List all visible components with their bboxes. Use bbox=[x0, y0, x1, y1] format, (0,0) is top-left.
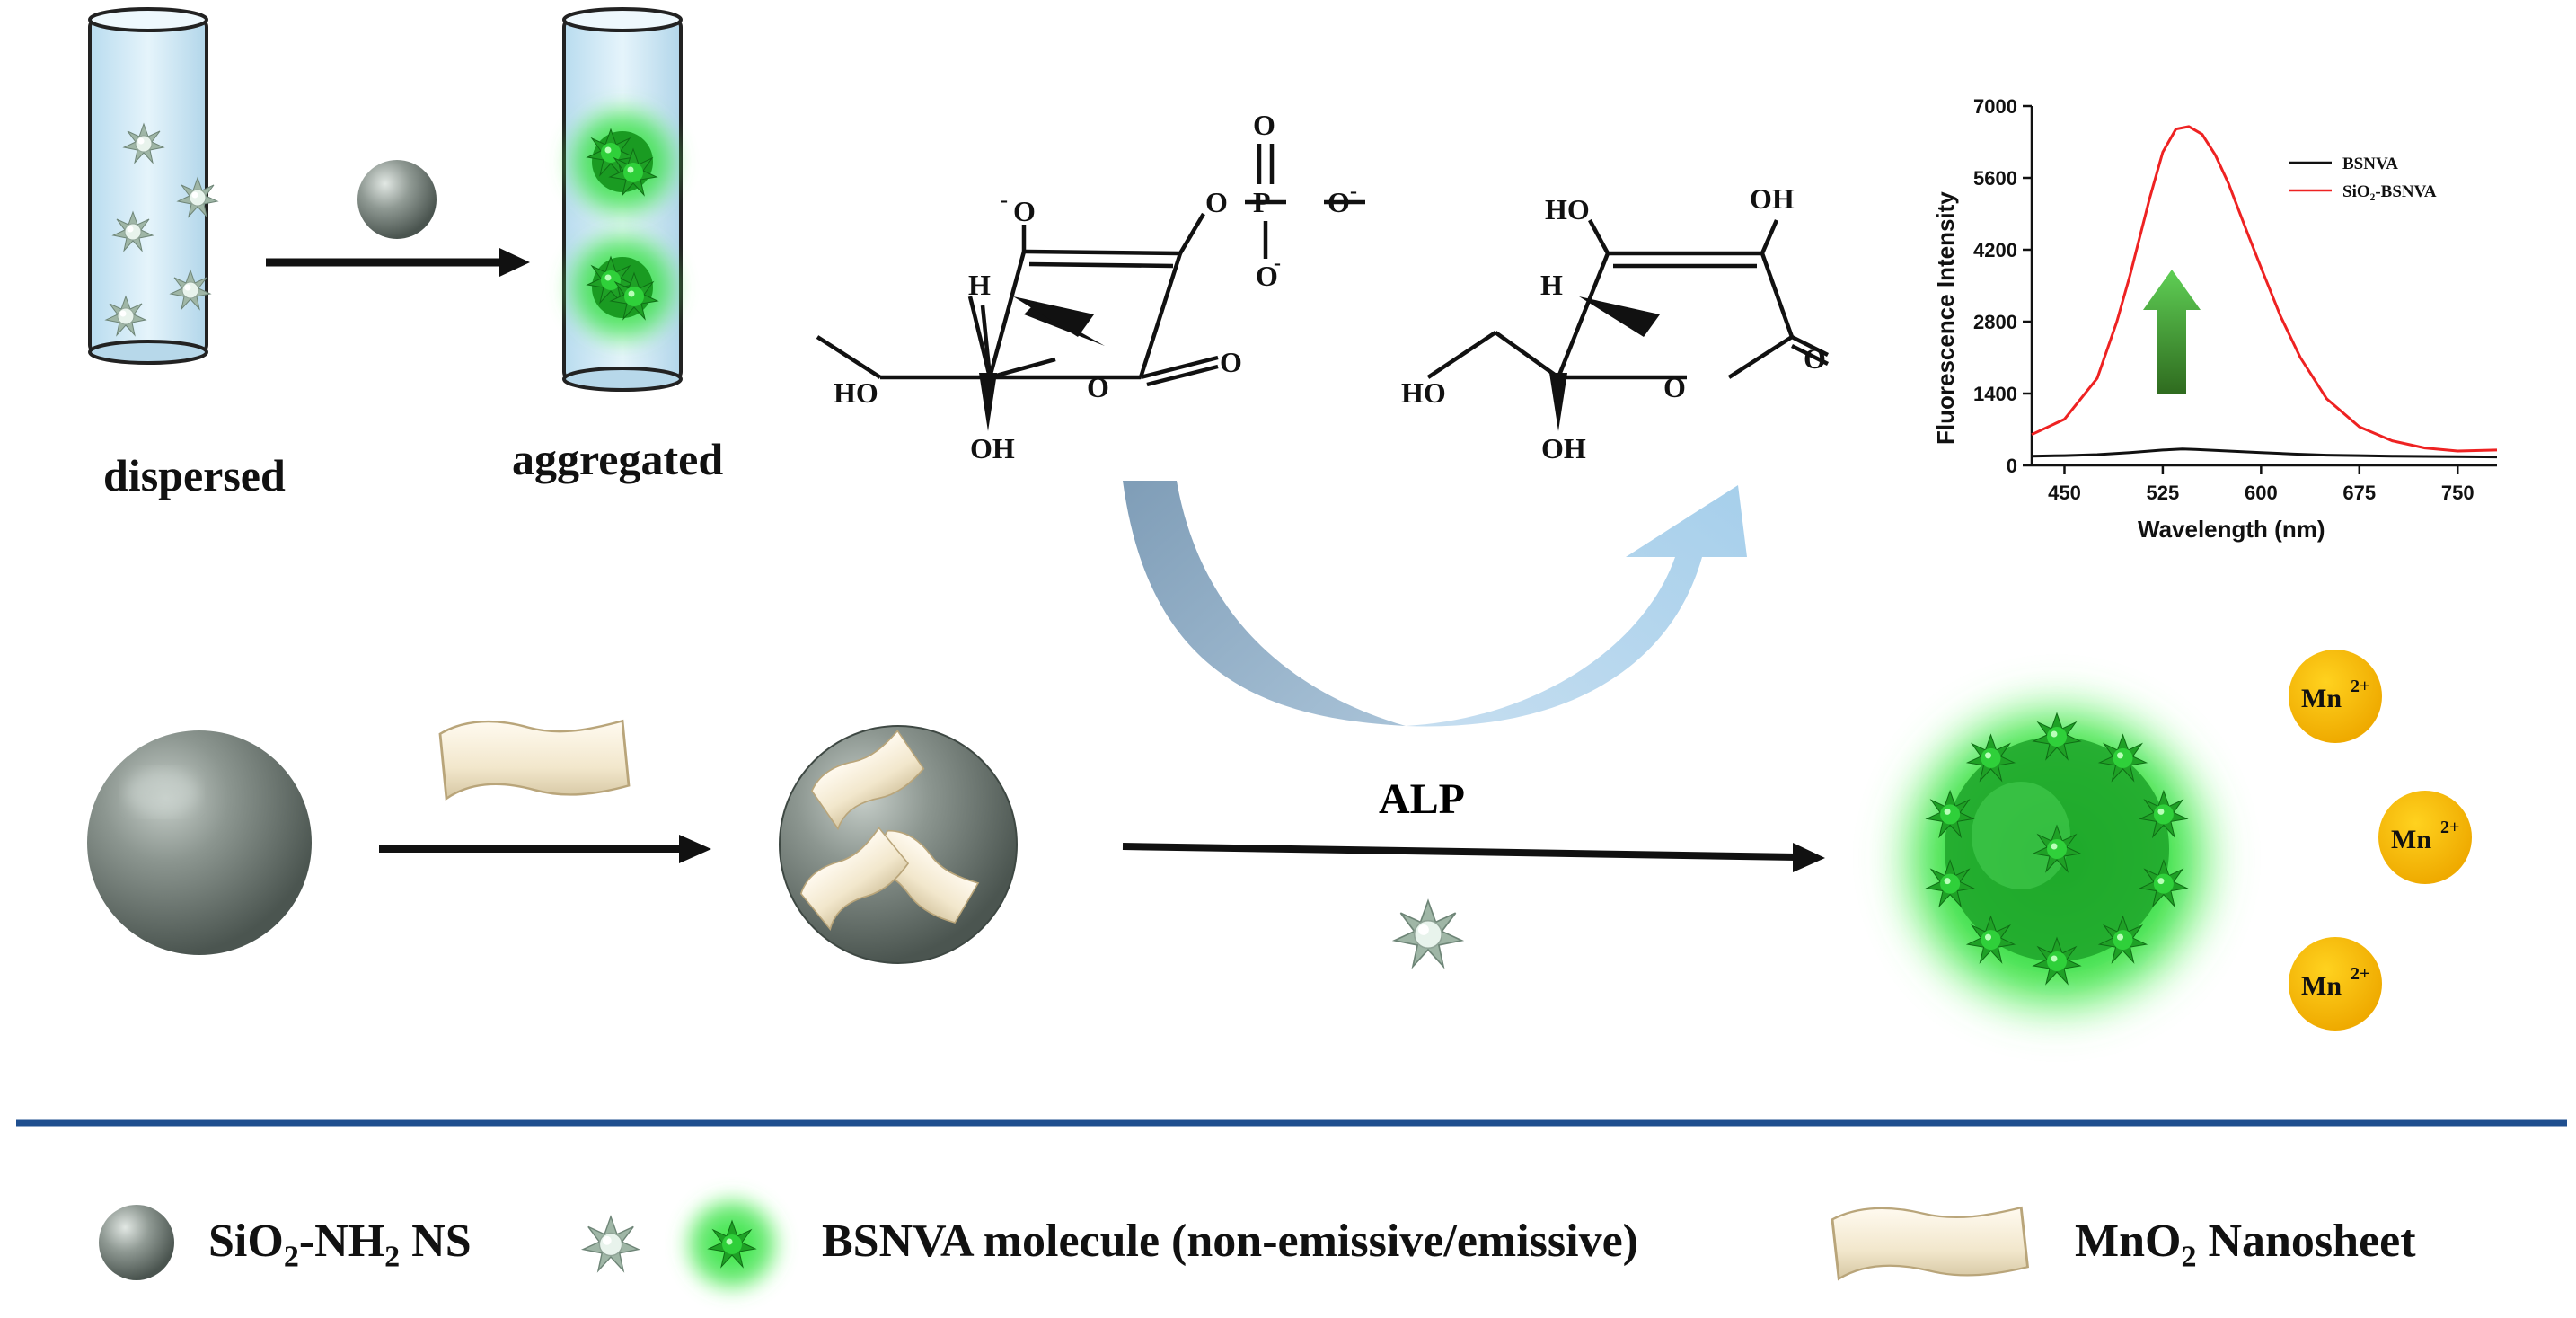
series-line-bsnva bbox=[2031, 447, 2498, 459]
arrow-dispersed-to-aggregated bbox=[266, 248, 530, 277]
molecule-ascorbic bbox=[1426, 218, 1830, 380]
legend-label-bsnva: BSNVA bbox=[2342, 155, 2398, 173]
arrow-alp bbox=[1122, 843, 1825, 872]
atom-label: H bbox=[1540, 269, 1563, 301]
atom-label: O bbox=[1220, 346, 1242, 378]
legend-label-mno2: MnO2 Nanosheet bbox=[2075, 1216, 2416, 1274]
x-tick-label: 600 bbox=[2245, 482, 2278, 504]
mn-ion-label: Mn bbox=[2391, 825, 2431, 854]
atom-label: OH bbox=[1750, 182, 1795, 215]
molecule-phosphate bbox=[816, 144, 1365, 387]
atom-label: O bbox=[1205, 186, 1228, 218]
atom-label: HO bbox=[1545, 193, 1590, 226]
atom-label: O bbox=[1804, 342, 1826, 375]
chart-legend: BSNVA SiO₂-BSNVA bbox=[2289, 155, 2437, 201]
atom-label: O bbox=[1328, 186, 1350, 218]
mn-ion-1: Mn 2+ bbox=[2289, 650, 2382, 743]
molecule-phosphate-wedges bbox=[979, 296, 1094, 431]
charge-label: - bbox=[1350, 180, 1357, 203]
y-tick-group: 0 1400 2800 4200 5600 7000 bbox=[1973, 95, 2032, 477]
legend-nanosheet-icon bbox=[1831, 1206, 2029, 1280]
legend-sphere-icon bbox=[99, 1205, 174, 1280]
y-tick-label: 4200 bbox=[1973, 239, 2017, 261]
increase-arrow-icon bbox=[2143, 270, 2201, 394]
atom-label: O bbox=[1087, 371, 1109, 403]
mn-ion-charge: 2+ bbox=[2351, 964, 2369, 984]
emissive-aggregate bbox=[1882, 683, 2232, 1033]
y-axis-label: Fluorescence Intensity bbox=[1932, 191, 1959, 445]
charge-label: - bbox=[1274, 252, 1281, 275]
atom-label: P bbox=[1253, 186, 1271, 218]
nanosheet-loaded-sphere bbox=[779, 725, 1018, 964]
legend-label-bsnva: BSNVA molecule (non-emissive/emissive) bbox=[822, 1216, 1638, 1267]
y-tick-label: 1400 bbox=[1973, 383, 2017, 405]
enzyme-label: ALP bbox=[1379, 775, 1465, 823]
tube-aggregated bbox=[558, 7, 687, 392]
molecule-ascorbic-wedges bbox=[1549, 296, 1660, 431]
y-tick-label: 2800 bbox=[1973, 311, 2017, 333]
legend-non-emissive-icon bbox=[582, 1216, 640, 1272]
tube-dispersed bbox=[88, 7, 218, 365]
x-tick-label: 750 bbox=[2441, 482, 2475, 504]
atom-label: O bbox=[1253, 109, 1275, 141]
mn-ion-label: Mn bbox=[2301, 971, 2342, 1001]
atom-label: OH bbox=[1541, 432, 1586, 464]
aggregated-label: aggregated bbox=[512, 434, 724, 484]
curved-arrow-conversion bbox=[1123, 481, 1747, 727]
dispersed-label: dispersed bbox=[103, 450, 286, 500]
legend-emissive-icon bbox=[676, 1189, 788, 1300]
series-group bbox=[2031, 125, 2498, 459]
atom-label: HO bbox=[1401, 376, 1446, 409]
legend-label-sio2-bsnva: SiO₂-BSNVA bbox=[2342, 182, 2437, 201]
atom-label: OH bbox=[970, 432, 1015, 464]
atom-label: HO bbox=[834, 376, 878, 409]
atom-label: H bbox=[968, 269, 991, 301]
atom-label: O bbox=[1663, 371, 1686, 403]
mn-ion-charge: 2+ bbox=[2440, 818, 2459, 837]
mn-ion-2: Mn 2+ bbox=[2378, 791, 2472, 884]
fluorescence-chart: 0 1400 2800 4200 5600 7000 450 525 600 675 750 Wa… bbox=[1932, 95, 2498, 543]
atom-label: O bbox=[1256, 260, 1278, 292]
y-tick-label: 7000 bbox=[1973, 95, 2017, 118]
x-axis-label: Wavelength (nm) bbox=[2138, 516, 2325, 543]
mn-ion-charge: 2+ bbox=[2351, 677, 2369, 696]
x-tick-label: 450 bbox=[2048, 482, 2081, 504]
released-molecule bbox=[1393, 899, 1463, 968]
molecule-ascorbic-labels: HO OH H HO OH O O bbox=[1401, 182, 1826, 464]
y-tick-label: 0 bbox=[2007, 455, 2017, 477]
x-tick-group: 450 525 600 675 750 bbox=[2048, 465, 2475, 504]
charge-label: - bbox=[1001, 189, 1008, 212]
x-tick-label: 525 bbox=[2147, 482, 2180, 504]
y-tick-label: 5600 bbox=[1973, 167, 2017, 190]
mno2-nanosheet-reagent bbox=[438, 720, 631, 801]
nanosphere-small bbox=[357, 160, 437, 239]
legend-label-sio2-nh2: SiO2-NH2 NS bbox=[208, 1216, 472, 1274]
atom-label: O bbox=[1013, 195, 1036, 227]
sio2-nh2-nanosphere-large bbox=[87, 730, 312, 955]
series-line-sio2-bsnva bbox=[2031, 125, 2498, 453]
molecule-phosphate-labels: O - O P O O - O - H HO OH O O bbox=[834, 109, 1357, 464]
arrow-loading bbox=[379, 835, 711, 863]
mn-ion-label: Mn bbox=[2301, 684, 2342, 713]
x-tick-label: 675 bbox=[2342, 482, 2376, 504]
mn-ion-3: Mn 2+ bbox=[2289, 937, 2382, 1031]
